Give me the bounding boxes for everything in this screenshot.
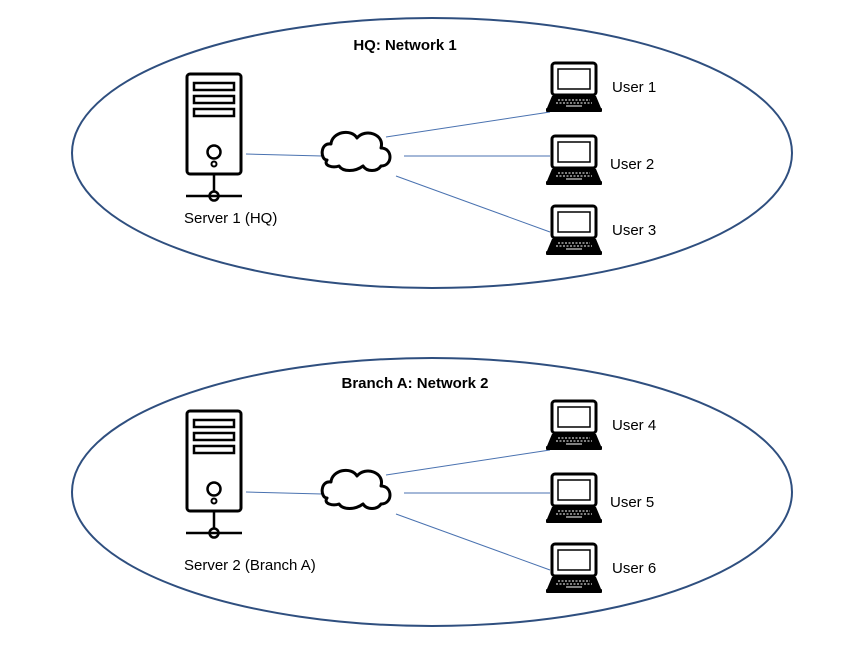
user-label: User 1	[612, 79, 656, 96]
user-label: User 6	[612, 560, 656, 577]
link-cloud-user	[385, 449, 551, 476]
cloud-icon	[320, 130, 392, 172]
network-branch-a: Branch A: Network 2 Server 2 (Branch A) …	[71, 357, 793, 627]
network-boundary	[71, 17, 793, 289]
laptop-icon	[544, 542, 604, 595]
link-cloud-user	[395, 175, 551, 233]
user-label: User 4	[612, 417, 656, 434]
network-title: Branch A: Network 2	[342, 375, 489, 392]
laptop-icon	[544, 204, 604, 257]
network-hq: HQ: Network 1 Server 1 (HQ) User 1 User …	[71, 17, 793, 289]
network-title: HQ: Network 1	[353, 37, 456, 54]
user-label: User 3	[612, 222, 656, 239]
link-server-cloud	[245, 153, 323, 157]
laptop-icon	[544, 61, 604, 114]
cloud-icon	[320, 468, 392, 510]
server-icon	[184, 72, 244, 202]
user-label: User 2	[610, 156, 654, 173]
link-cloud-user	[385, 111, 551, 138]
network-boundary	[71, 357, 793, 627]
user-label: User 5	[610, 494, 654, 511]
link-server-cloud	[245, 491, 323, 495]
laptop-icon	[544, 134, 604, 187]
link-cloud-user	[395, 513, 551, 571]
server-icon	[184, 409, 244, 539]
server-label: Server 1 (HQ)	[184, 210, 277, 227]
server-label: Server 2 (Branch A)	[184, 557, 316, 574]
laptop-icon	[544, 399, 604, 452]
laptop-icon	[544, 472, 604, 525]
